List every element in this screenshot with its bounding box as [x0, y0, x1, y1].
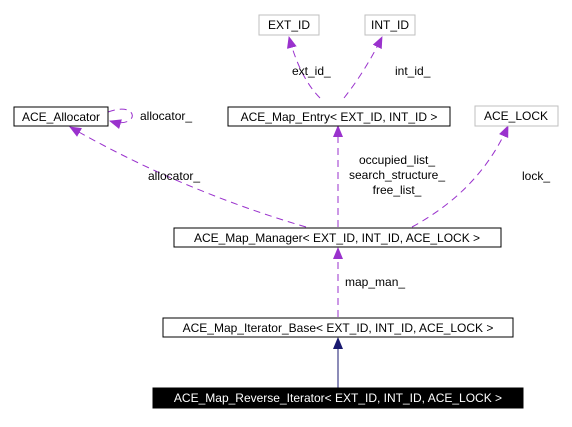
- label-allocator: allocator_: [148, 169, 200, 183]
- node-iterator-base-label: ACE_Map_Iterator_Base< EXT_ID, INT_ID, A…: [183, 321, 494, 335]
- node-map-entry-label: ACE_Map_Entry< EXT_ID, INT_ID >: [241, 110, 438, 124]
- label-map-man: map_man_: [345, 275, 405, 289]
- node-map-manager-label: ACE_Map_Manager< EXT_ID, INT_ID, ACE_LOC…: [194, 231, 480, 245]
- node-map-manager[interactable]: ACE_Map_Manager< EXT_ID, INT_ID, ACE_LOC…: [173, 227, 502, 248]
- label-ext-id: ext_id_: [292, 64, 331, 78]
- node-reverse-iterator-label: ACE_Map_Reverse_Iterator< EXT_ID, INT_ID…: [174, 391, 502, 405]
- node-int-id[interactable]: INT_ID: [364, 14, 416, 36]
- node-ace-allocator-label: ACE_Allocator: [22, 110, 100, 124]
- node-ext-id-label: EXT_ID: [268, 18, 310, 32]
- edge-entry-to-int-id: [343, 36, 383, 99]
- node-iterator-base[interactable]: ACE_Map_Iterator_Base< EXT_ID, INT_ID, A…: [162, 317, 514, 338]
- label-occupied-list: occupied_list_: [359, 153, 435, 167]
- label-free-list: free_list_: [373, 183, 422, 197]
- node-map-entry[interactable]: ACE_Map_Entry< EXT_ID, INT_ID >: [227, 106, 451, 127]
- node-ace-allocator[interactable]: ACE_Allocator: [13, 106, 109, 127]
- label-search-structure: search_structure_: [349, 168, 445, 182]
- label-allocator-self: allocator_: [140, 109, 192, 123]
- edge-allocator-self-loop: [107, 108, 133, 129]
- node-reverse-iterator[interactable]: ACE_Map_Reverse_Iterator< EXT_ID, INT_ID…: [152, 387, 524, 409]
- node-ace-lock[interactable]: ACE_LOCK: [474, 105, 559, 127]
- label-int-id: int_id_: [395, 64, 431, 78]
- edge-manager-to-lock: [411, 125, 509, 228]
- label-lock: lock_: [522, 169, 550, 183]
- node-int-id-label: INT_ID: [371, 18, 409, 32]
- node-ext-id[interactable]: EXT_ID: [258, 14, 320, 36]
- node-ace-lock-label: ACE_LOCK: [484, 109, 548, 123]
- edge-entry-to-ext-id: [287, 36, 321, 99]
